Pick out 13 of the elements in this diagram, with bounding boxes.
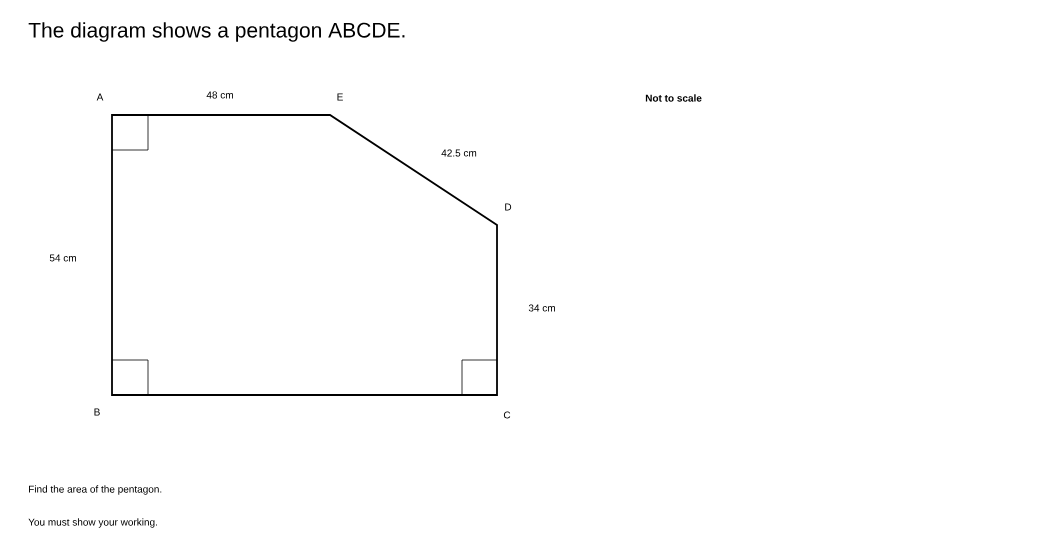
question-text: Find the area of the pentagon. — [29, 485, 162, 495]
vertex-label: A — [96, 93, 104, 101]
dimension-label: 48 cm — [206, 91, 233, 99]
dimension-label: 54 cm — [49, 254, 76, 262]
heading-text: The diagram shows a pentagon ABCDE. — [28, 22, 405, 42]
dimension-label: 34 cm — [528, 304, 555, 312]
vertex-label: D — [505, 203, 512, 211]
vertex-label: C — [503, 411, 511, 419]
note-text: Not to scale — [645, 94, 702, 102]
vertex-label: E — [337, 93, 343, 101]
dimension-label: 42.5 cm — [441, 149, 477, 157]
vertex-label: B — [94, 408, 100, 416]
question-text: You must show your working. — [28, 518, 157, 528]
